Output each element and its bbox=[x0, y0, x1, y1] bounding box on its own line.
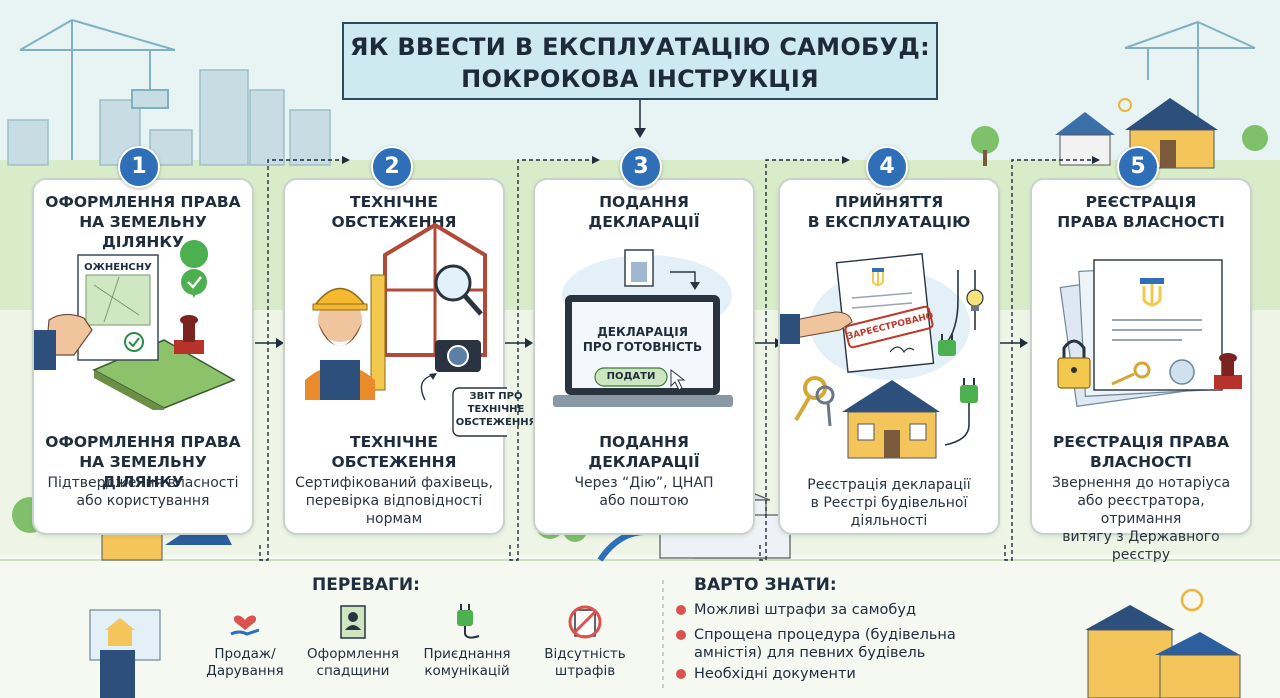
know-item-3: Необхідні документи bbox=[694, 666, 856, 682]
report-badge: ЗВІТ ПРО ТЕХНІЧНЕ ОБСТЕЖЕННЯ bbox=[455, 391, 537, 428]
step-card-4: ПРИЙНЯТТЯ В ЕКСПЛУАТАЦІЮ bbox=[778, 178, 1000, 535]
doc-label: ОЖНЕНСНУ bbox=[84, 262, 152, 273]
trident-icon bbox=[872, 268, 884, 286]
step-card-3: ПОДАННЯ ДЕКЛАРАЦІЇ ДЕКЛАРАЦІЯ ПРО ГОТОВН… bbox=[533, 178, 755, 535]
key-icon bbox=[1111, 361, 1151, 386]
acceptance-illustration bbox=[780, 253, 984, 459]
know-title: ВАРТО ЗНАТИ: bbox=[694, 575, 837, 595]
know-bullet-1 bbox=[676, 605, 686, 615]
camera-icon bbox=[435, 340, 481, 372]
step-number-5: 5 bbox=[1117, 146, 1159, 188]
page-title: ЯК ВВЕСТИ В ЕКСПЛУАТАЦІЮ САМОБУД: ПОКРОК… bbox=[342, 22, 938, 100]
laptop-illustration bbox=[553, 249, 733, 407]
declaration-screen-title: ДЕКЛАРАЦІЯ ПРО ГОТОВНІСТЬ bbox=[582, 325, 703, 354]
step-4-description: Реєстрація декларації в Реєстрі будівель… bbox=[807, 477, 971, 529]
plug-icon bbox=[938, 334, 956, 356]
title-line-1: ЯК ВВЕСТИ В ЕКСПЛУАТАЦІЮ САМОБУД: bbox=[349, 33, 931, 61]
step-1-description: Підтвердження власності або користування bbox=[47, 475, 239, 509]
houses-bottom-right bbox=[1085, 588, 1241, 698]
step-5-heading: РЕЄСТРАЦІЯ ПРАВА ВЛАСНОСТІ bbox=[1057, 193, 1225, 231]
step-2-description: Сертифікований фахівець, перевірка відпо… bbox=[295, 475, 493, 527]
padlock-icon bbox=[1057, 339, 1091, 389]
step-number-4: 4 bbox=[866, 146, 908, 188]
document-person-icon bbox=[340, 605, 366, 639]
stamp-icon bbox=[174, 315, 204, 354]
submit-button[interactable]: ПОДАТИ bbox=[606, 371, 656, 382]
know-bullet-2 bbox=[676, 630, 686, 640]
keys-icon bbox=[794, 376, 835, 427]
know-item-2: Спрощена процедура (будівельна амністія)… bbox=[694, 627, 956, 661]
step-5-description: Звернення до нотаріуса або реєстратора, … bbox=[1051, 475, 1231, 563]
step-number-3: 3 bbox=[620, 146, 662, 188]
lightbulb-icon bbox=[966, 289, 984, 311]
step-1-subheading: ОФОРМЛЕННЯ ПРАВА НА ЗЕМЕЛЬНУ ДІЛЯНКУ bbox=[45, 433, 241, 491]
step-card-1: ОФОРМЛЕННЯ ПРАВА НА ЗЕМЕЛЬНУ ДІЛЯНКУ ОЖН… bbox=[32, 178, 254, 535]
land-parcel-illustration: ОЖНЕНСНУ bbox=[34, 240, 236, 410]
step-3-subheading: ПОДАННЯ ДЕКЛАРАЦІЇ bbox=[588, 433, 700, 471]
crane-right bbox=[1124, 21, 1256, 120]
location-pin-icon bbox=[180, 240, 209, 298]
ownership-certificate-illustration bbox=[1057, 259, 1242, 408]
trident-icon-2 bbox=[1140, 278, 1164, 307]
step-card-5: РЕЄСТРАЦІЯ ПРАВА ВЛАСНОСТІ bbox=[1030, 178, 1252, 563]
step-3-heading: ПОДАННЯ ДЕКЛАРАЦІЇ bbox=[588, 193, 700, 231]
plug-icon-benefit bbox=[457, 604, 480, 639]
seal-icon bbox=[1169, 359, 1195, 385]
engineer-illustration bbox=[305, 222, 507, 437]
title-line-2: ПОКРОКОВА ІНСТРУКЦІЯ bbox=[461, 65, 819, 93]
step-3-description: Через “Дію”, ЦНАП або поштою bbox=[574, 475, 714, 509]
step-number-1: 1 bbox=[118, 146, 160, 188]
stamp-icon-2 bbox=[1214, 353, 1242, 389]
crane-left bbox=[19, 19, 176, 160]
step-2-subheading: ТЕХНІЧНЕ ОБСТЕЖЕННЯ bbox=[331, 433, 457, 471]
know-item-1: Можливі штрафи за самобуд bbox=[694, 602, 916, 618]
know-bullet-3 bbox=[676, 669, 686, 679]
benefits-title: ПЕРЕВАГИ: bbox=[312, 575, 420, 595]
heart-hand-icon bbox=[230, 615, 260, 636]
step-1-heading: ОФОРМЛЕННЯ ПРАВА НА ЗЕМЕЛЬНУ ДІЛЯНКУ bbox=[45, 193, 241, 251]
map-illustration bbox=[89, 609, 161, 698]
step-number-2: 2 bbox=[371, 146, 413, 188]
plug-icon-2 bbox=[944, 378, 978, 446]
step-5-subheading: РЕЄСТРАЦІЯ ПРАВА ВЛАСНОСТІ bbox=[1052, 433, 1230, 471]
step-card-2: ТЕХНІЧНЕ ОБСТЕЖЕННЯ ЗВІТ ПРО ТЕХНІЧНЕ ОБ… bbox=[283, 178, 536, 535]
step-2-heading: ТЕХНІЧНЕ ОБСТЕЖЕННЯ bbox=[331, 193, 457, 231]
step-4-heading: ПРИЙНЯТТЯ В ЕКСПЛУАТАЦІЮ bbox=[807, 193, 971, 231]
no-fine-icon bbox=[568, 605, 602, 639]
city-skyline bbox=[7, 69, 331, 166]
